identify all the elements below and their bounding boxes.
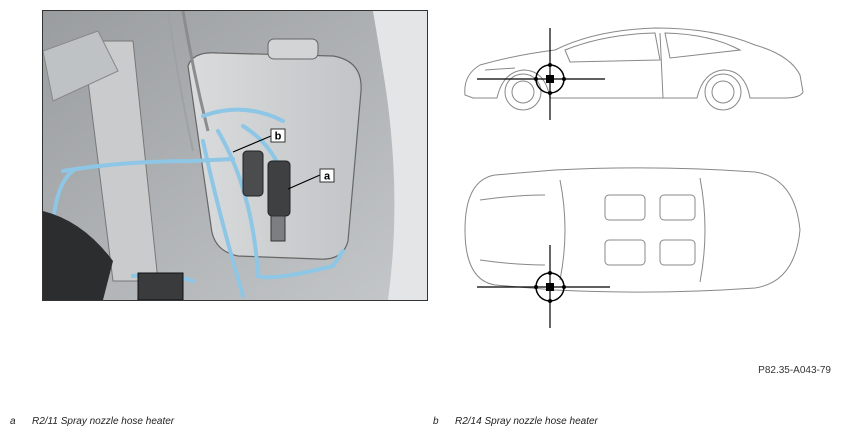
- callout-a-leader: [287, 174, 321, 190]
- vehicle-locator: [455, 20, 815, 335]
- cable: [181, 11, 210, 132]
- legend-key: b: [433, 416, 439, 427]
- legend-item-a: a R2/11 Spray nozzle hose heater: [10, 416, 174, 427]
- component-photo: a b: [42, 10, 428, 301]
- callout-a-label: a: [324, 171, 331, 183]
- legend-key: a: [10, 416, 16, 427]
- callout-b-leader: [232, 135, 272, 153]
- location-marker-top: [477, 245, 610, 328]
- connector-block: [137, 272, 184, 300]
- legend-text: R2/14 Spray nozzle hose heater: [455, 416, 598, 427]
- document-code: P82.35-A043-79: [758, 365, 831, 376]
- heater-b-body: [242, 150, 264, 197]
- dark-cover: [43, 211, 113, 300]
- engine-bay-illustration: a b: [43, 11, 427, 300]
- car-top-view: [464, 167, 801, 293]
- car-side-view: [464, 27, 804, 111]
- legend-text: R2/11 Spray nozzle hose heater: [32, 416, 175, 427]
- location-marker-side: [477, 28, 605, 120]
- callout-b-box: [270, 128, 286, 143]
- tank-filler-neck: [267, 38, 319, 60]
- heater-a-body: [267, 160, 291, 217]
- bracket-top-left: [43, 30, 119, 102]
- callout-b-label: b: [275, 131, 282, 143]
- legend-item-b: b R2/14 Spray nozzle hose heater: [433, 416, 598, 427]
- nozzle-fitting: [270, 215, 286, 242]
- callout-a-box: [319, 168, 335, 183]
- cable: [167, 11, 194, 152]
- vehicle-locator-drawing: [464, 27, 804, 328]
- body-panel-right: [373, 11, 427, 300]
